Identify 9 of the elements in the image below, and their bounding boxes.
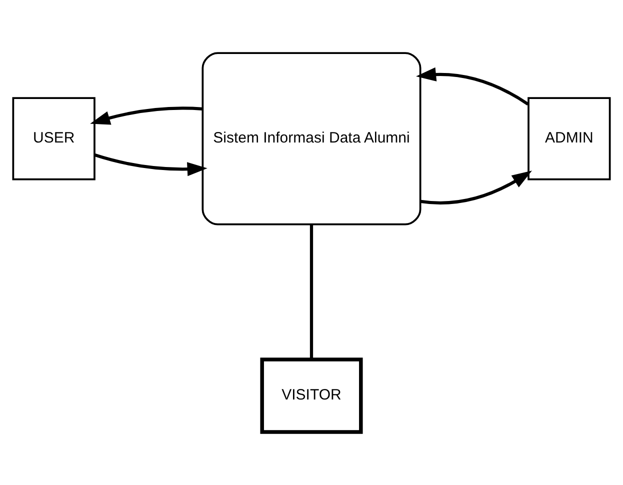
node-box: ADMIN	[528, 97, 611, 180]
arrow	[90, 106, 203, 125]
node-box: USER	[12, 97, 96, 180]
connector	[310, 224, 314, 360]
arrow	[94, 153, 208, 176]
arrow	[420, 170, 532, 204]
node-box: Sistem Informasi Data Alumni	[202, 52, 422, 226]
node-box: VISITOR	[260, 358, 363, 434]
arrow	[416, 67, 529, 106]
